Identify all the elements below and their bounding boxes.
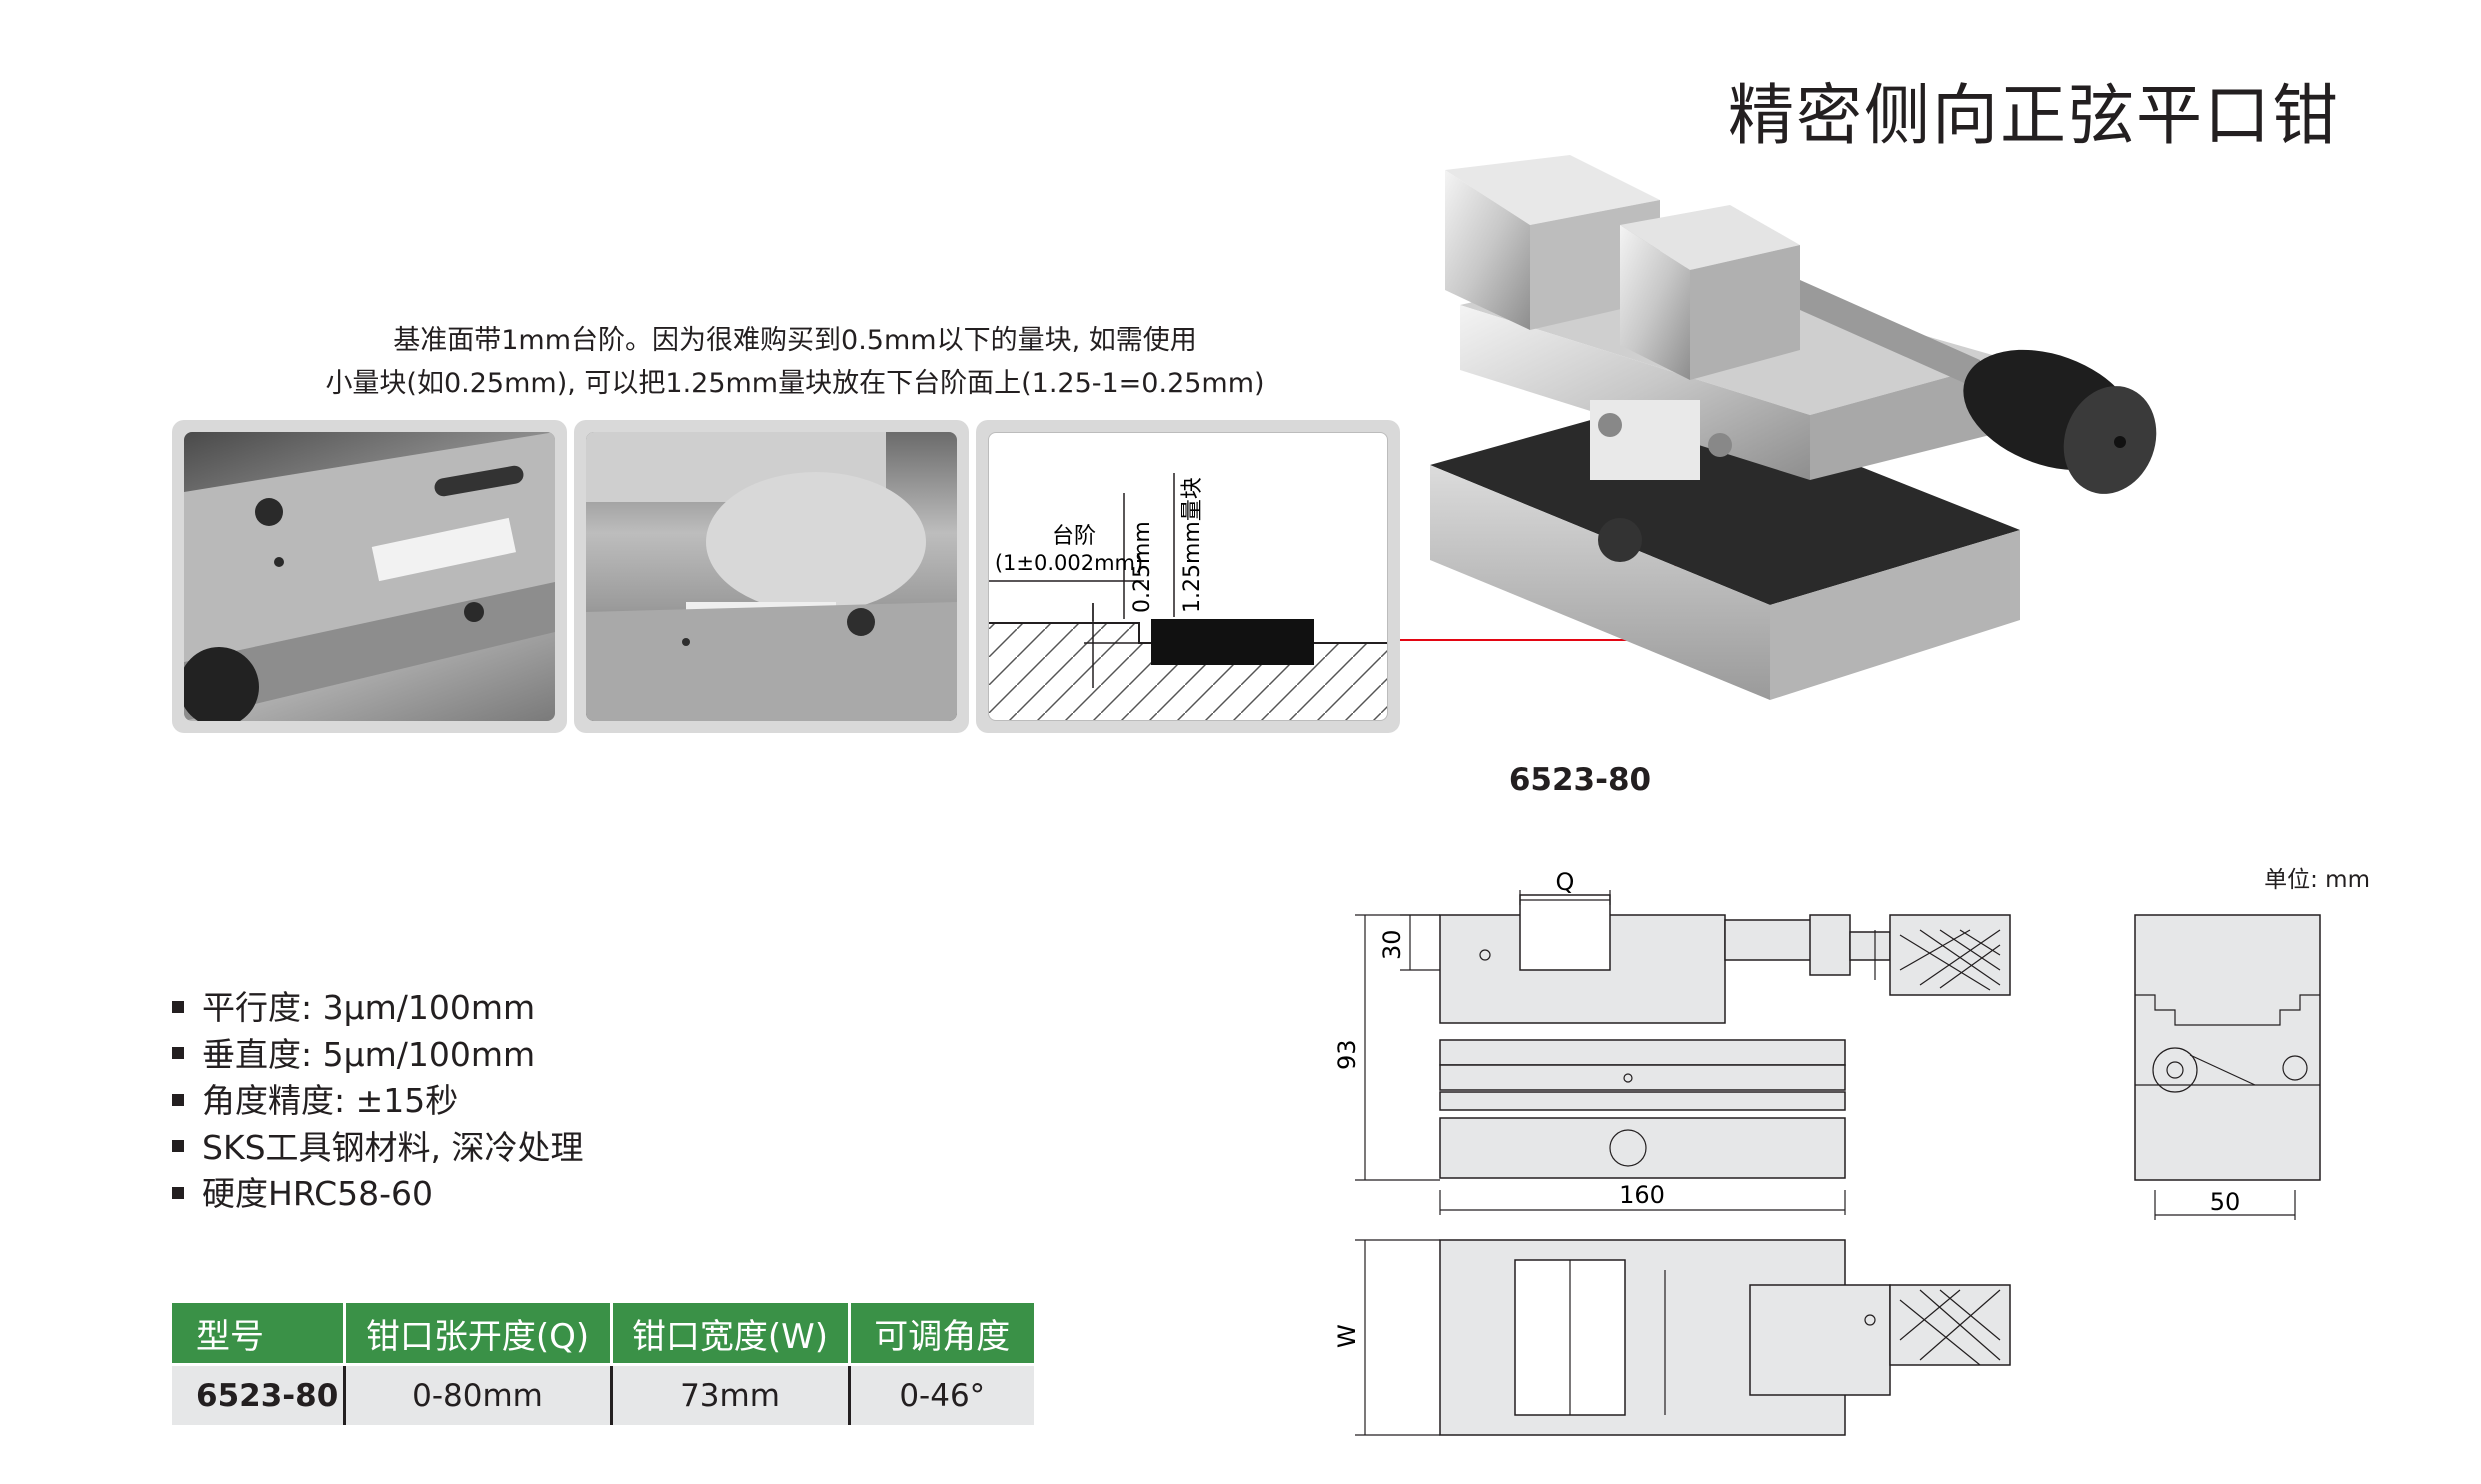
technical-drawing: Q 30 93 160 50 [1333, 868, 2321, 1436]
step-label: 台阶 [1052, 524, 1096, 549]
gauge-block-shape [1151, 619, 1314, 665]
page-title: 精密侧向正弦平口钳 [1728, 77, 2340, 154]
header-model: 型号 [172, 1303, 346, 1365]
dim-block-label: 1.25mm量块 [1180, 477, 1205, 613]
dim-small-label: 0.25mm [1130, 521, 1155, 613]
dim-q-label: Q [1556, 868, 1575, 896]
step-detail-diagram: 台阶 (1±0.002mm) 0.25mm 1.25mm量块 [989, 473, 1387, 720]
header-jaw-width: 钳口宽度(W) [611, 1303, 851, 1365]
note-line-1: 基准面带1mm台阶。因为很难购买到0.5mm以下的量块, 如需使用 [393, 325, 1197, 356]
note-line-2: 小量块(如0.25mm), 可以把1.25mm量块放在下台阶面上(1.25-1=… [325, 368, 1265, 399]
photo-2-illustration [586, 432, 957, 721]
bullet-icon [172, 1047, 184, 1059]
gauge-block-photo-1 [172, 420, 567, 733]
spec-list: 平行度: 3μm/100mm 垂直度: 5μm/100mm 角度精度: ±15秒… [172, 985, 584, 1218]
table-header-row: 型号 钳口张开度(Q) 钳口宽度(W) 可调角度 [172, 1303, 1034, 1365]
cell-jaw-width: 73mm [611, 1363, 851, 1425]
cell-jaw-opening: 0-80mm [344, 1363, 613, 1425]
side-view-body [2134, 914, 2321, 1181]
header-angle: 可调角度 [849, 1303, 1034, 1365]
bullet-icon [172, 1186, 184, 1199]
spec-table: 型号 钳口张开度(Q) 钳口宽度(W) 可调角度 6523-80 0-80mm … [172, 1303, 1034, 1425]
dim-93-label: 93 [1333, 1039, 1361, 1070]
cell-model: 6523-80 [172, 1363, 346, 1425]
step-detail-panel: 台阶 (1±0.002mm) 0.25mm 1.25mm量块 [976, 420, 1400, 733]
bullet-icon [172, 1093, 184, 1106]
product-model-caption: 6523-80 [1508, 762, 1652, 798]
sine-vise-product-image [1430, 155, 2157, 700]
dim-w-label: W [1333, 1324, 1361, 1348]
dim-160-label: 160 [1619, 1181, 1665, 1209]
front-view-knob [1889, 914, 2011, 996]
gauge-block-photo-2 [574, 420, 969, 733]
spec-item: 平行度: 3μm/100mm [172, 985, 584, 1032]
table-row: 6523-80 0-80mm 73mm 0-46° [172, 1363, 1034, 1425]
spec-item: 角度精度: ±15秒 [172, 1078, 584, 1125]
spec-item: SKS工具钢材料, 深冷处理 [172, 1125, 584, 1172]
spec-item: 硬度HRC58-60 [172, 1171, 584, 1218]
photo-1-illustration [184, 432, 555, 721]
dim-50-label: 50 [2210, 1188, 2241, 1216]
bullet-icon [172, 1000, 184, 1013]
dim-30-label: 30 [1378, 929, 1406, 960]
header-jaw-opening: 钳口张开度(Q) [344, 1303, 613, 1365]
bullet-icon [172, 1140, 184, 1152]
spec-item: 垂直度: 5μm/100mm [172, 1032, 584, 1079]
unit-label: 单位: mm [2264, 867, 2370, 893]
cell-angle: 0-46° [849, 1363, 1034, 1425]
step-tolerance: (1±0.002mm) [995, 551, 1143, 575]
